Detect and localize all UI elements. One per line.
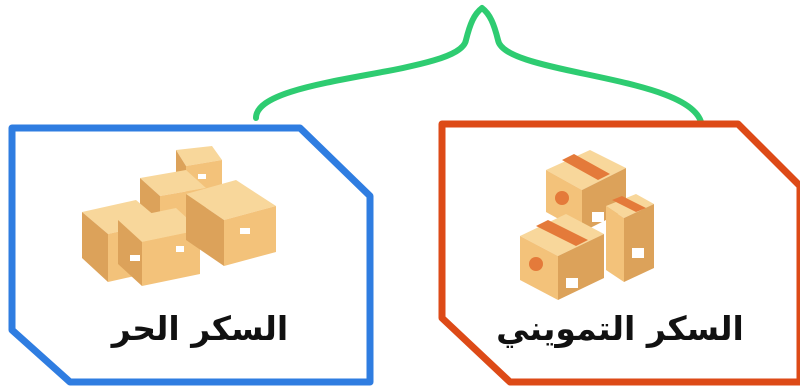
curly-brace-connector	[253, 5, 705, 131]
ration-sugar-label: السكر التمويني	[496, 309, 744, 348]
free-sugar-label: السكر الحر	[111, 309, 289, 348]
stamped-boxes-icon	[520, 150, 654, 300]
cardboard-boxes-icon	[82, 146, 276, 286]
